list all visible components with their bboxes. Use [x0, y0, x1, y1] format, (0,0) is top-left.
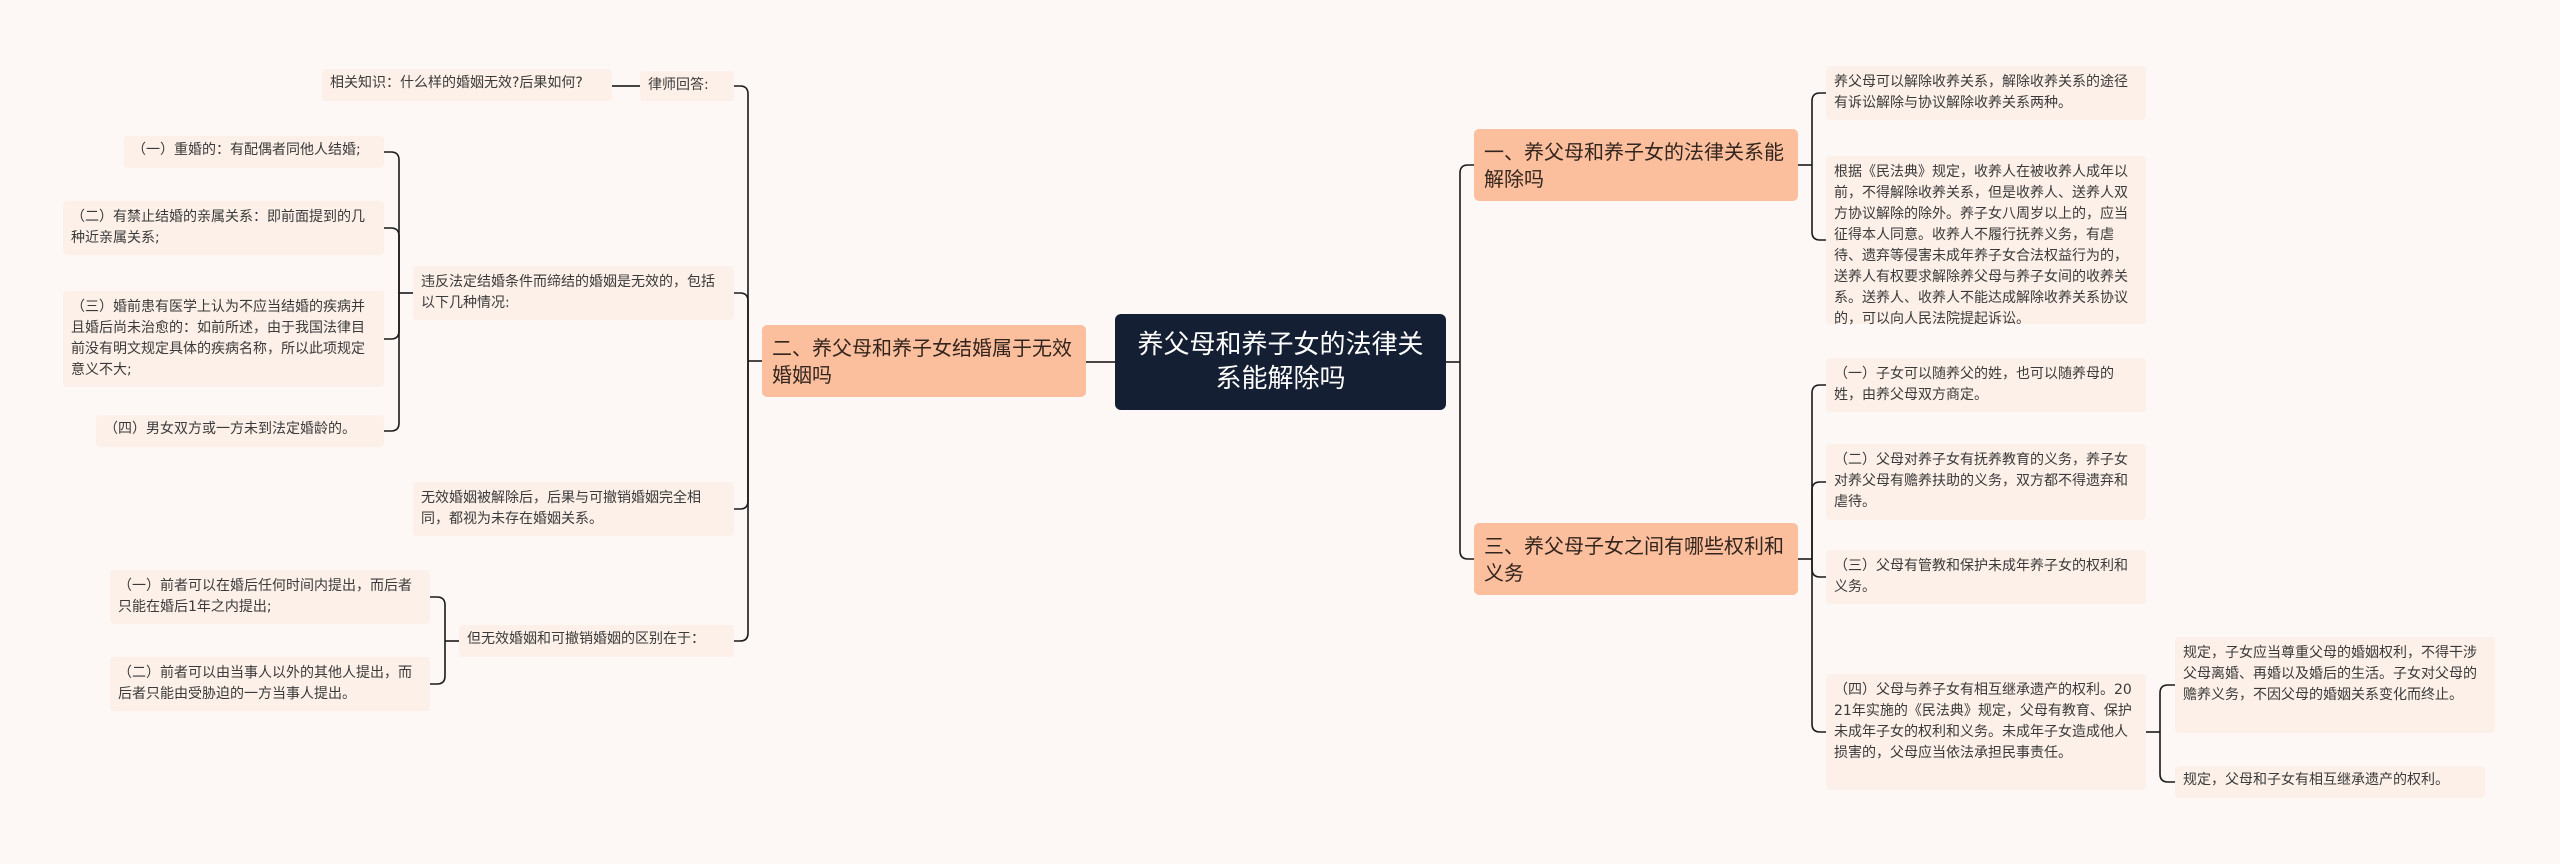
connector-line	[384, 293, 400, 340]
connector-line	[2159, 684, 2175, 732]
right-item-2[interactable]: （二）父母对养子女有抚养教育的义务，养子女对养父母有赡养扶助的义务，双方都不得遗…	[1826, 444, 2146, 520]
connector-line	[734, 85, 749, 361]
connector-line	[734, 292, 749, 361]
difference-item-2[interactable]: （二）前者可以由当事人以外的其他人提出，而后者只能由受胁迫的一方当事人提出。	[110, 657, 430, 711]
connector-line	[384, 227, 400, 293]
connector-line	[1459, 164, 1474, 362]
root-topic[interactable]: 养父母和养子女的法律关系能解除吗	[1115, 314, 1446, 410]
condition-item-2[interactable]: （二）有禁止结婚的亲属关系：即前面提到的几种近亲属关系;	[63, 201, 384, 255]
connector-line	[1811, 559, 1826, 578]
lawyer-answer-label[interactable]: 律师回答:	[640, 71, 734, 101]
connector-line	[734, 361, 749, 642]
connector-line	[1811, 559, 1826, 733]
connector-line	[430, 596, 446, 641]
connector-line	[384, 151, 400, 293]
branch-dissolve-relationship[interactable]: 一、养父母和养子女的法律关系能解除吗	[1474, 129, 1798, 201]
right-item-4-detail-2[interactable]: 规定，父母和子女有相互继承遗产的权利。	[2175, 766, 2485, 798]
condition-item-3[interactable]: （三）婚前患有医学上认为不应当结婚的疾病并且婚后尚未治愈的：如前所述，由于我国法…	[63, 291, 384, 387]
connector-line	[1811, 165, 1826, 241]
right-item-4[interactable]: （四）父母与养子女有相互继承遗产的权利。2021年实施的《民法典》规定，父母有教…	[1826, 674, 2146, 790]
invalid-conditions-intro[interactable]: 违反法定结婚条件而缔结的婚姻是无效的，包括以下几种情况:	[413, 266, 734, 320]
connector-line	[2159, 732, 2175, 783]
civil-code-dissolve-rules[interactable]: 根据《民法典》规定，收养人在被收养人成年以前，不得解除收养关系，但是收养人、送养…	[1826, 156, 2146, 327]
connector-line	[1811, 481, 1826, 559]
annulment-consequence[interactable]: 无效婚姻被解除后，后果与可撤销婚姻完全相同，都视为未存在婚姻关系。	[413, 482, 734, 536]
branch-invalid-marriage[interactable]: 二、养父母和养子女结婚属于无效婚姻吗	[762, 325, 1086, 397]
connector-line	[734, 361, 749, 510]
connector-line	[1459, 362, 1474, 560]
dissolve-ways[interactable]: 养父母可以解除收养关系，解除收养关系的途径有诉讼解除与协议解除收养关系两种。	[1826, 66, 2146, 120]
connector-line	[384, 293, 400, 432]
connector-line	[430, 641, 446, 685]
condition-item-1[interactable]: （一）重婚的：有配偶者同他人结婚;	[124, 136, 384, 168]
related-knowledge[interactable]: 相关知识：什么样的婚姻无效?后果如何?	[322, 69, 612, 101]
right-item-1[interactable]: （一）子女可以随养父的姓，也可以随养母的姓，由养父母双方商定。	[1826, 358, 2146, 412]
branch-rights-obligations[interactable]: 三、养父母子女之间有哪些权利和义务	[1474, 523, 1798, 595]
connector-line	[1811, 384, 1826, 559]
difference-item-1[interactable]: （一）前者可以在婚后任何时间内提出，而后者只能在婚后1年之内提出;	[110, 570, 430, 624]
condition-item-4[interactable]: （四）男女双方或一方未到法定婚龄的。	[96, 415, 384, 447]
connector-line	[1811, 92, 1826, 165]
right-item-4-detail-1[interactable]: 规定，子女应当尊重父母的婚姻权利，不得干涉父母离婚、再婚以及婚后的生活。子女对父…	[2175, 637, 2495, 733]
right-item-3[interactable]: （三）父母有管教和保护未成年养子女的权利和义务。	[1826, 550, 2146, 604]
difference-intro[interactable]: 但无效婚姻和可撤销婚姻的区别在于：	[459, 625, 734, 657]
